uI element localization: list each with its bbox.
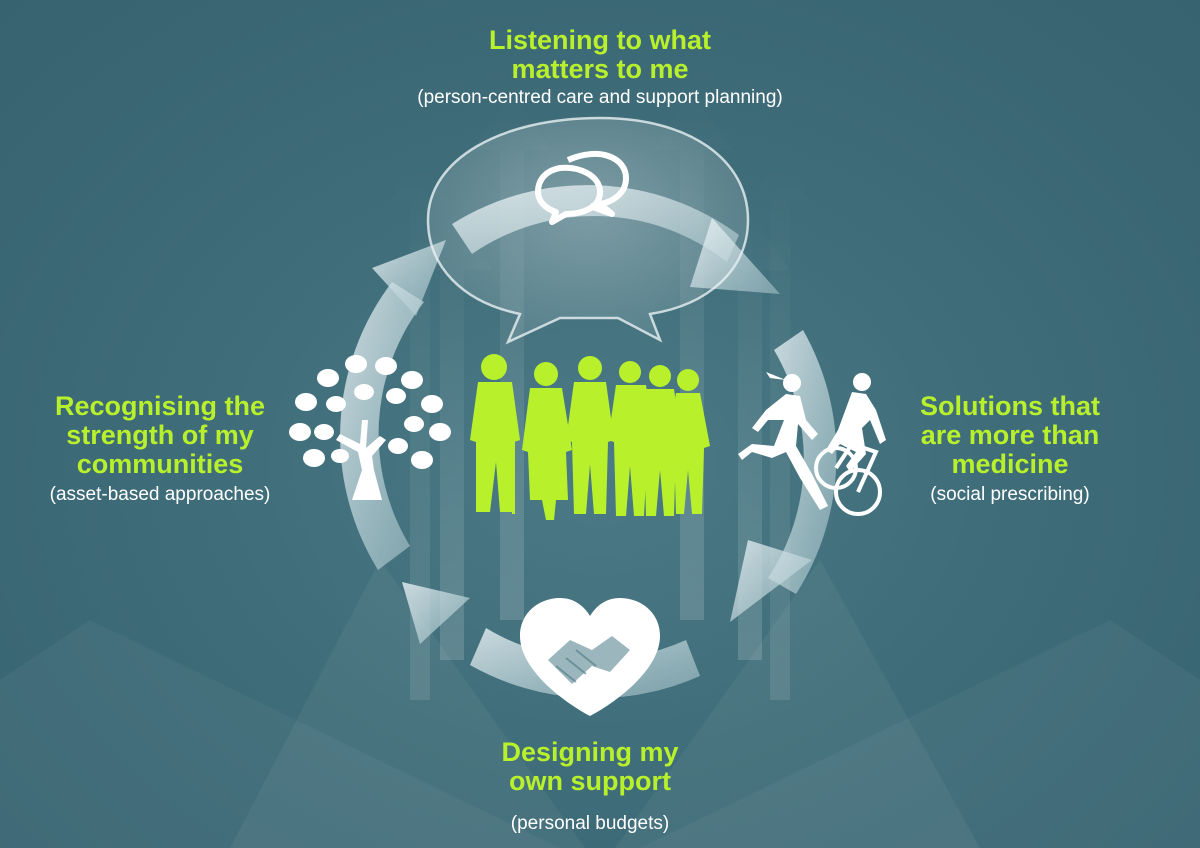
step-heading-bottom-line-2: own support [509, 766, 671, 796]
step-heading-bottom: Designing my own support [440, 738, 740, 796]
step-heading-top: Listening to what matters to me [330, 26, 870, 84]
step-subtitle-left: (asset-based approaches) [10, 483, 310, 507]
step-subtitle-top: (person-centred care and support plannin… [330, 86, 870, 110]
step-heading-left-line-3: communities [77, 449, 244, 479]
step-heading-left-line-1: Recognising the [55, 391, 265, 421]
step-heading-top-line-1: Listening to what [489, 25, 711, 55]
step-heading-left-line-2: strength of my [66, 420, 254, 450]
step-heading-left: Recognising the strength of my communiti… [10, 392, 310, 479]
step-heading-right-line-3: medicine [951, 449, 1068, 479]
step-label-bottom: Designing my own support (personal budge… [440, 738, 740, 836]
step-subtitle-right: (social prescribing) [880, 483, 1140, 507]
step-heading-right-line-1: Solutions that [920, 391, 1100, 421]
step-heading-right: Solutions that are more than medicine [880, 392, 1140, 479]
step-subtitle-bottom: (personal budgets) [440, 812, 740, 836]
step-label-left: Recognising the strength of my communiti… [10, 392, 310, 507]
step-heading-bottom-line-1: Designing my [501, 737, 678, 767]
handshake-heart-icon [520, 598, 660, 716]
step-heading-right-line-2: are more than [921, 420, 1100, 450]
step-label-right: Solutions that are more than medicine (s… [880, 392, 1140, 507]
step-label-top: Listening to what matters to me (person-… [330, 26, 870, 110]
step-heading-top-line-2: matters to me [511, 54, 688, 84]
